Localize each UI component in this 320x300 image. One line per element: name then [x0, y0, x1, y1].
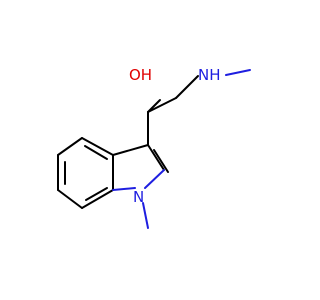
amine-label: NH [198, 66, 221, 84]
hydroxyl-label: OH [129, 66, 152, 84]
side-chain [147, 69, 251, 146]
pyrrole-ring [112, 144, 169, 191]
benzene-ring [57, 137, 114, 209]
n-methyl-bond [142, 202, 149, 229]
molecule-structure-canvas: OH NH N [57, 66, 251, 229]
indole-nitrogen-label: N [133, 188, 144, 206]
